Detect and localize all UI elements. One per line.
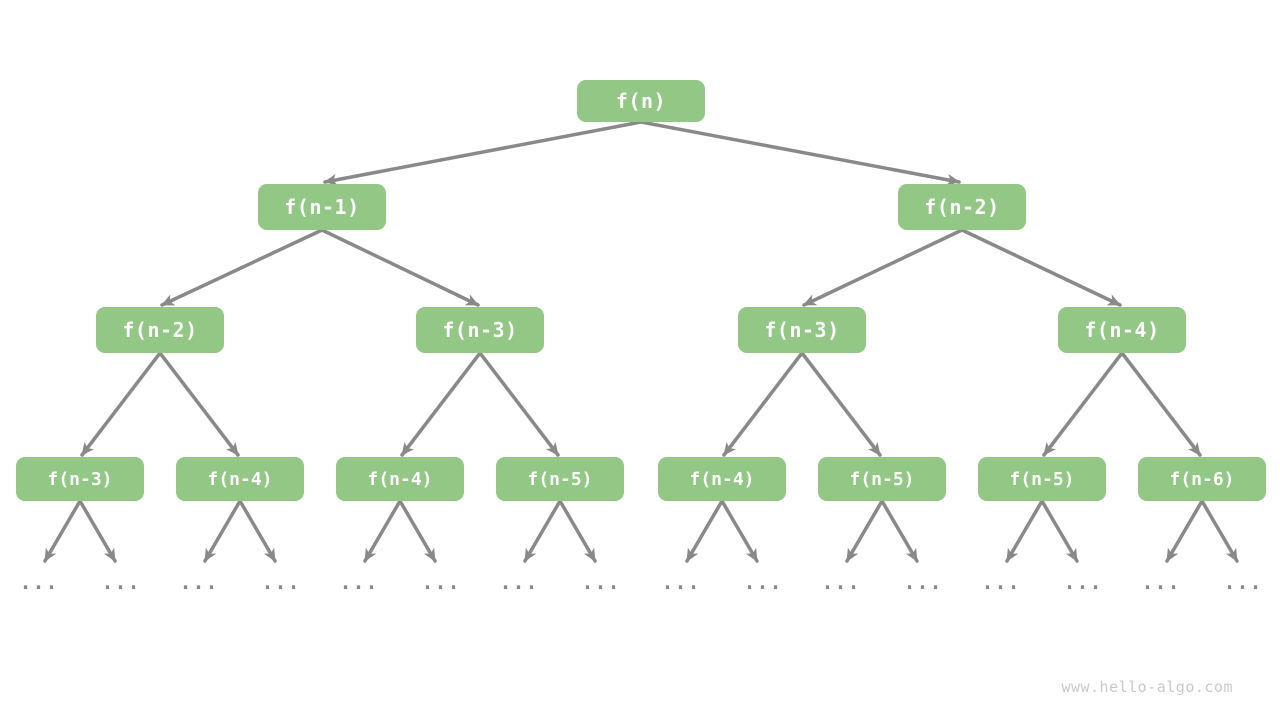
tree-node: f(n-6) [1138,457,1266,501]
edge-arrow [880,499,919,563]
edge-arrow [720,499,759,563]
edge-arrow [1120,351,1202,457]
edge-arrow [523,499,562,563]
tree-node: f(n-4) [1058,307,1186,353]
edge-arrow [1005,499,1044,563]
tree-node: f(n-5) [496,457,624,501]
edge-arrow [1200,499,1239,563]
edge-arrow [478,351,560,457]
edge-arrow [800,351,882,457]
tree-node: f(n-1) [258,184,386,230]
tree-node: f(n-4) [336,457,464,501]
edge-arrow [320,228,480,307]
edge-arrow [722,351,804,457]
edge-arrow [558,499,597,563]
tree-node: f(n-3) [16,457,144,501]
tree-node: f(n-4) [176,457,304,501]
ellipsis: ... [1223,570,1263,594]
edge-arrow [802,228,964,307]
tree-node: f(n-5) [978,457,1106,501]
edge-arrow [400,351,482,457]
tree-node: f(n-3) [738,307,866,353]
ellipsis: ... [19,570,59,594]
ellipsis: ... [421,570,461,594]
watermark: www.hello-algo.com [1061,678,1233,696]
edge-arrow [160,228,324,307]
ellipsis: ... [821,570,861,594]
ellipsis: ... [903,570,943,594]
tree-node: f(n) [577,80,705,122]
edge-arrow [203,499,242,563]
tree-node: f(n-3) [416,307,544,353]
edge-arrow [398,499,437,563]
ellipsis: ... [743,570,783,594]
ellipsis: ... [339,570,379,594]
ellipsis: ... [661,570,701,594]
edge-arrow [78,499,117,563]
ellipsis: ... [179,570,219,594]
edge-arrow [158,351,240,457]
tree-node: f(n-2) [898,184,1026,230]
edge-arrow [960,228,1122,307]
ellipsis: ... [1141,570,1181,594]
ellipsis: ... [101,570,141,594]
ellipsis: ... [981,570,1021,594]
edge-arrow [685,499,724,563]
edge-arrow [80,351,162,457]
edge-arrow [639,120,961,186]
ellipsis: ... [499,570,539,594]
tree-node: f(n-5) [818,457,946,501]
edge-arrow [1165,499,1204,563]
tree-node: f(n-4) [658,457,786,501]
tree-node: f(n-2) [96,307,224,353]
edge-arrow [845,499,884,563]
edge-arrow [363,499,402,563]
edge-arrow [43,499,82,563]
ellipsis: ... [581,570,621,594]
edge-arrow [1040,499,1079,563]
edge-arrow [1042,351,1124,457]
ellipsis: ... [1063,570,1103,594]
edge-arrow [238,499,277,563]
ellipsis: ... [261,570,301,594]
edge-arrow [323,120,643,186]
